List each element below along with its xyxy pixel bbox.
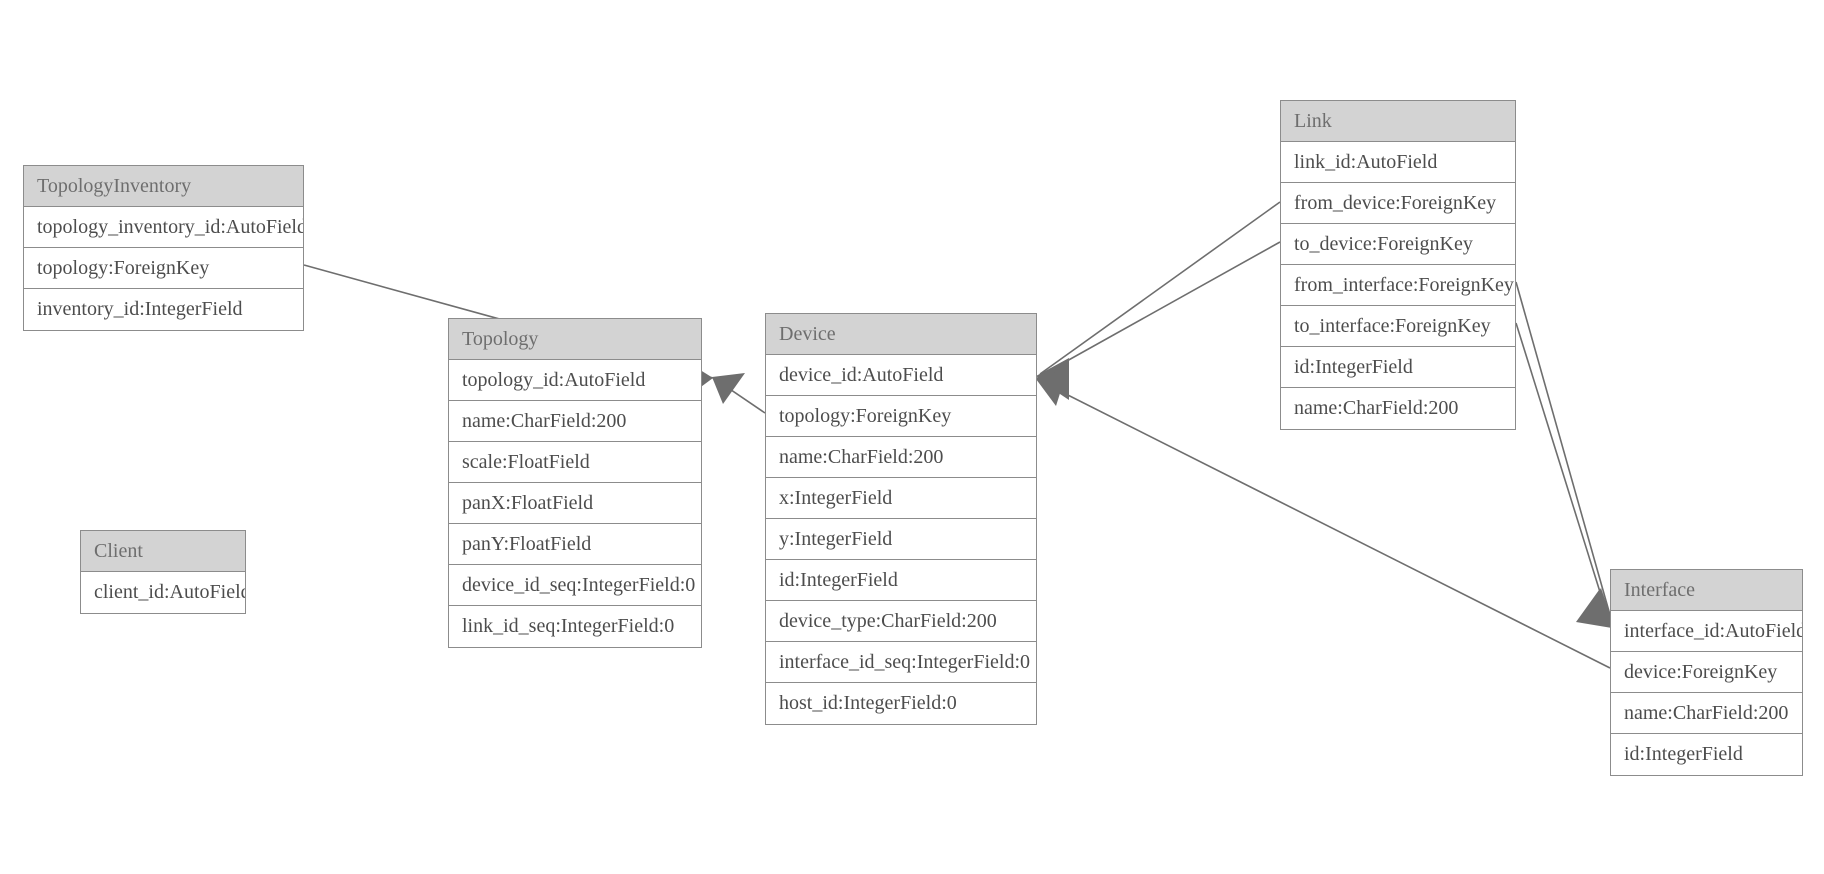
entity-title-topology_inventory: TopologyInventory	[24, 166, 303, 207]
entity-field-row: id:IntegerField	[1611, 734, 1802, 775]
entity-field-row: inventory_id:IntegerField	[24, 289, 303, 330]
entity-field-row: from_device:ForeignKey	[1281, 183, 1515, 224]
entity-title-client: Client	[81, 531, 245, 572]
entity-field-row: x:IntegerField	[766, 478, 1036, 519]
entity-title-interface: Interface	[1611, 570, 1802, 611]
relationship-line-link-to-interface	[1515, 322, 1611, 625]
relationship-line-device-topology	[714, 378, 766, 414]
entity-title-link: Link	[1281, 101, 1515, 142]
arrowhead-icon-interface-device	[1036, 368, 1068, 406]
entity-title-topology: Topology	[449, 319, 701, 360]
entity-field-row: topology:ForeignKey	[766, 396, 1036, 437]
entity-field-row: interface_id:AutoField	[1611, 611, 1802, 652]
relationship-line-link-from-device	[1039, 201, 1281, 375]
entity-field-row: client_id:AutoField	[81, 572, 245, 613]
arrowhead-icon-link-from-interface	[1578, 588, 1614, 626]
entity-field-row: host_id:IntegerField:0	[766, 683, 1036, 724]
entity-field-row: to_device:ForeignKey	[1281, 224, 1515, 265]
entity-field-row: name:CharField:200	[449, 401, 701, 442]
entity-field-row: device_type:CharField:200	[766, 601, 1036, 642]
entity-field-row: y:IntegerField	[766, 519, 1036, 560]
entity-field-row: id:IntegerField	[766, 560, 1036, 601]
entity-title-device: Device	[766, 314, 1036, 355]
entity-field-row: device:ForeignKey	[1611, 652, 1802, 693]
relationship-line-link-from-interface	[1515, 281, 1613, 623]
entity-field-row: link_id:AutoField	[1281, 142, 1515, 183]
entity-field-row: panY:FloatField	[449, 524, 701, 565]
entity-field-row: link_id_seq:IntegerField:0	[449, 606, 701, 647]
entity-field-row: to_interface:ForeignKey	[1281, 306, 1515, 347]
entity-field-row: from_interface:ForeignKey	[1281, 265, 1515, 306]
arrowhead-icon-link-from-device	[1036, 358, 1069, 398]
entity-field-row: id:IntegerField	[1281, 347, 1515, 388]
entity-field-row: name:CharField:200	[1611, 693, 1802, 734]
entity-field-row: scale:FloatField	[449, 442, 701, 483]
entity-field-row: topology_inventory_id:AutoField	[24, 207, 303, 248]
entity-field-row: name:CharField:200	[766, 437, 1036, 478]
entity-field-row: panX:FloatField	[449, 483, 701, 524]
entity-field-row: interface_id_seq:IntegerField:0	[766, 642, 1036, 683]
arrowhead-icon-link-to-interface	[1576, 590, 1612, 628]
arrowhead-icon-device-topology	[712, 373, 745, 404]
entity-field-row: topology:ForeignKey	[24, 248, 303, 289]
entity-field-row: device_id:AutoField	[766, 355, 1036, 396]
entity-field-row: name:CharField:200	[1281, 388, 1515, 429]
relationship-line-link-to-device	[1039, 241, 1281, 377]
entity-field-row: device_id_seq:IntegerField:0	[449, 565, 701, 606]
arrowhead-icon-link-to-device	[1036, 360, 1069, 400]
entity-field-row: topology_id:AutoField	[449, 360, 701, 401]
